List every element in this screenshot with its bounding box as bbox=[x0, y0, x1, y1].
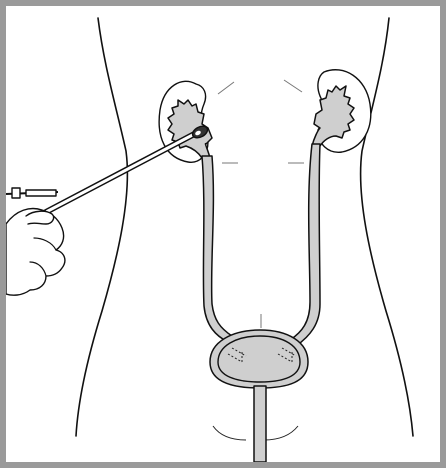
torso-outline-right bbox=[361, 18, 413, 436]
groin-line-left bbox=[213, 426, 246, 440]
bladder bbox=[210, 330, 308, 388]
scope-handle-connector bbox=[12, 188, 56, 198]
hand-thumb bbox=[26, 211, 54, 224]
label-tick bbox=[284, 80, 302, 92]
label-tick bbox=[218, 82, 234, 94]
illustration-panel bbox=[6, 6, 440, 462]
urethra bbox=[254, 386, 266, 462]
groin-line-right bbox=[264, 426, 298, 440]
urinary-tract-illustration bbox=[6, 6, 440, 462]
right-ureter bbox=[290, 144, 320, 346]
left-ureter bbox=[202, 156, 232, 342]
torso-outline bbox=[76, 18, 127, 436]
